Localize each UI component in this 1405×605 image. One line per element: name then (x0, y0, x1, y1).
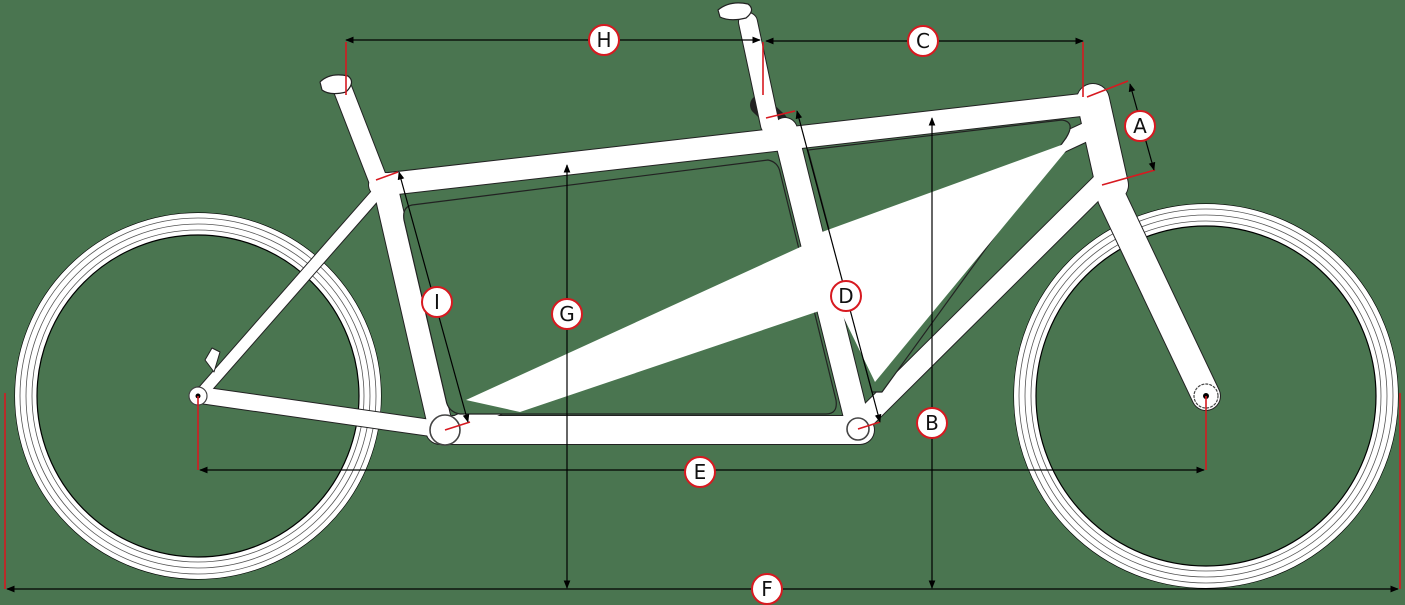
dimension-label-f: F (751, 573, 783, 605)
front-wheel (1013, 203, 1399, 589)
reference-lines (4, 42, 1401, 589)
dimension-label-h: H (588, 24, 620, 56)
frame (188, 2, 1221, 446)
dimension-label-e: E (684, 456, 716, 488)
dimension-label-b: B (916, 407, 948, 439)
dimension-label-i: I (421, 286, 453, 318)
dimension-label-c: C (907, 25, 939, 57)
dimension-label-d: D (830, 280, 862, 312)
dimension-label-g: G (551, 298, 583, 330)
rear-wheel (14, 212, 382, 580)
dimension-label-a: A (1124, 110, 1156, 142)
